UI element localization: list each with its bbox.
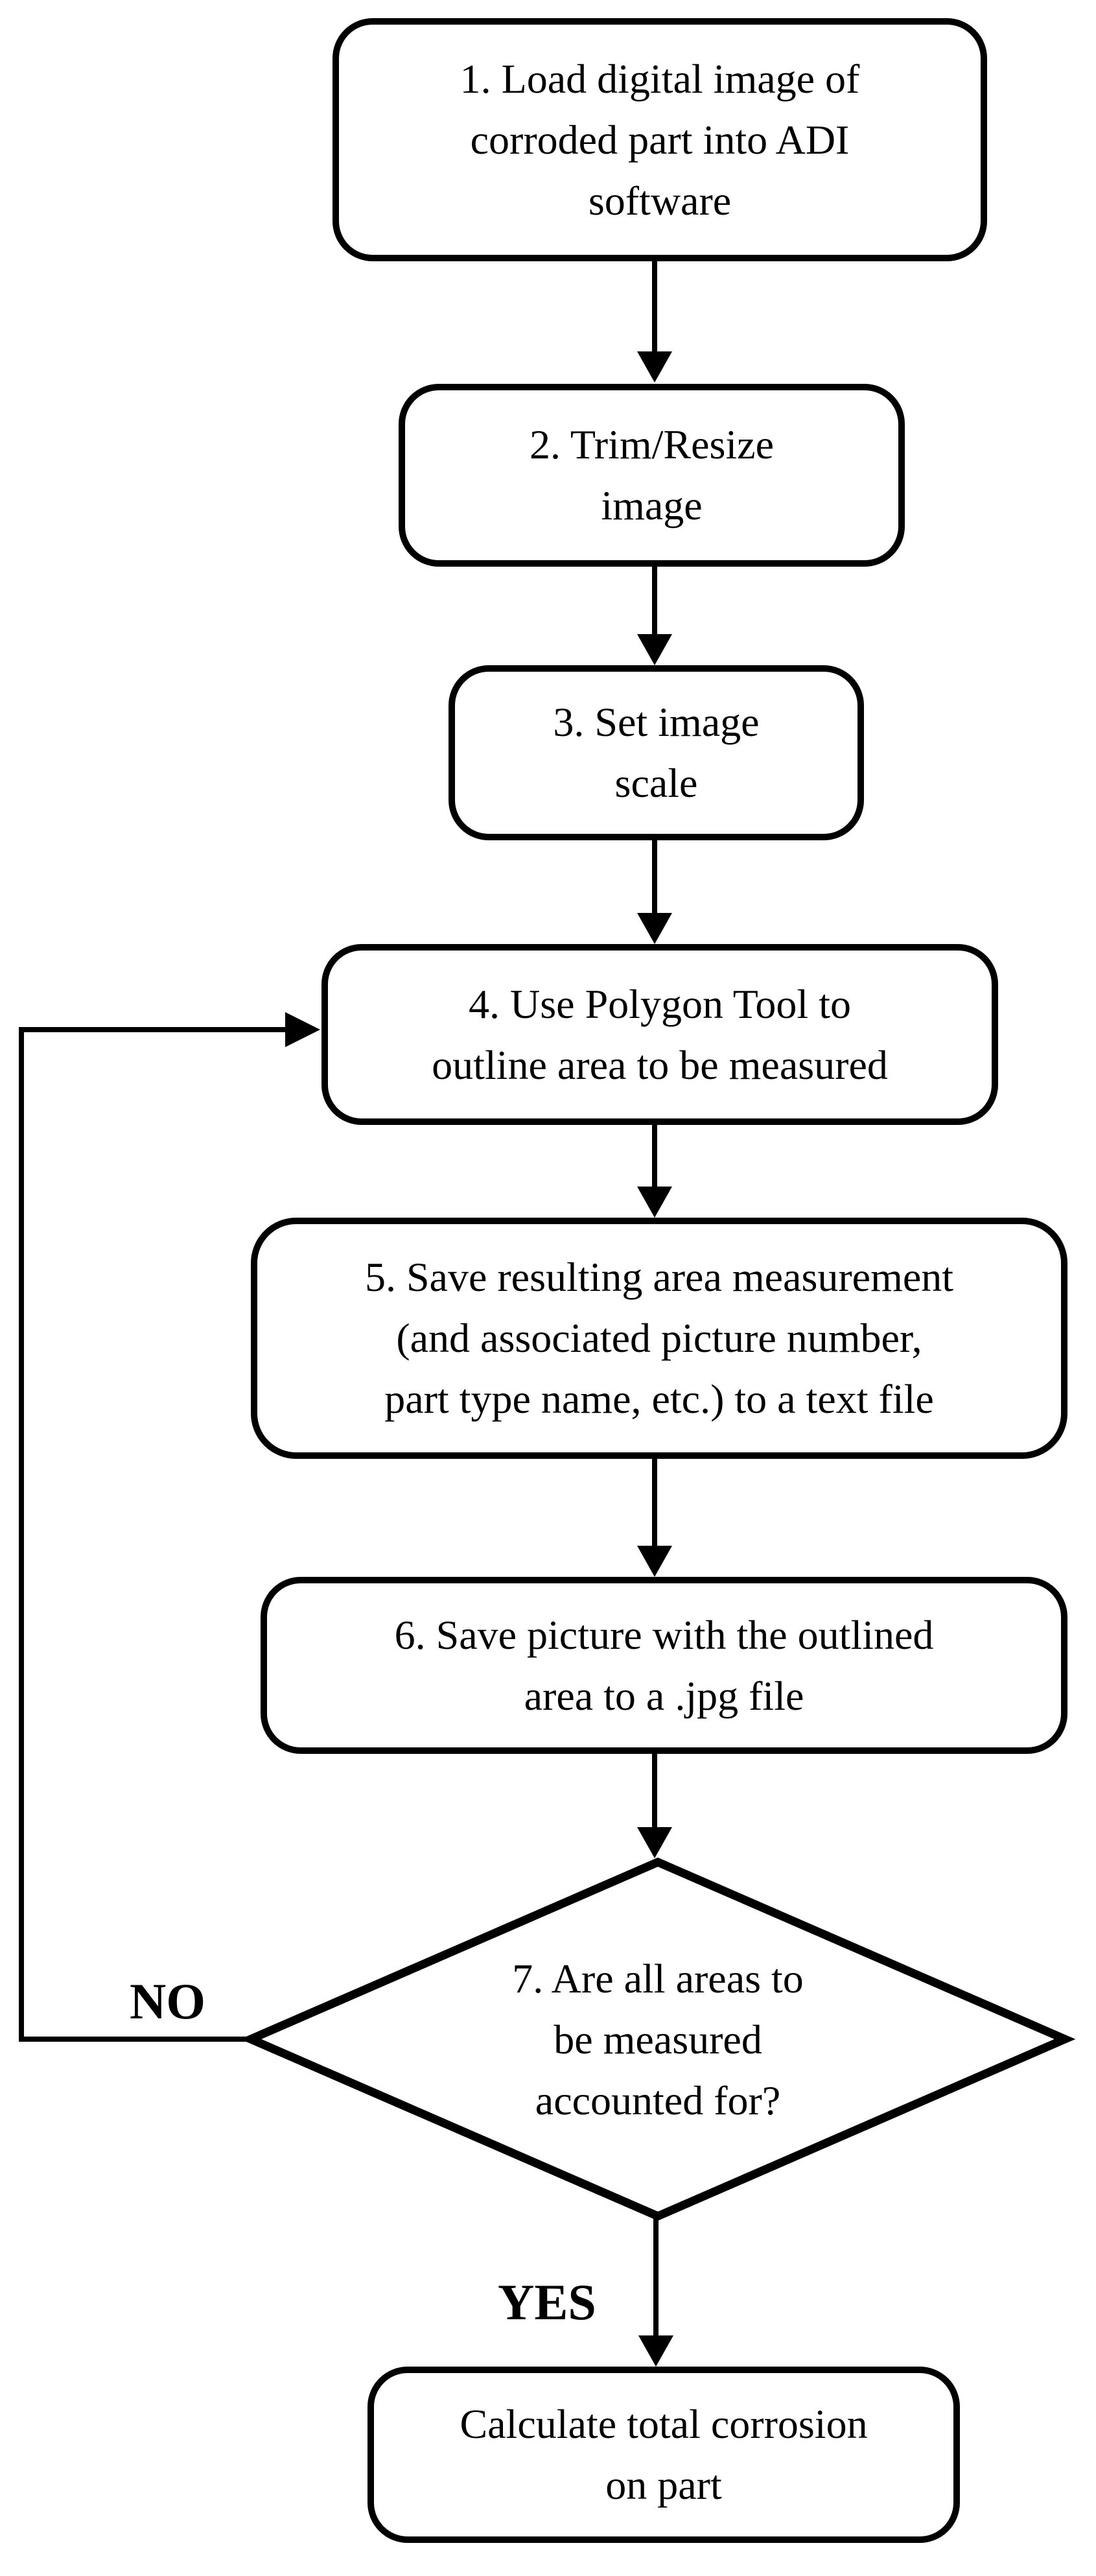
step-1-text-line: corroded part into ADI bbox=[470, 116, 850, 163]
step-5-text-line: (and associated picture number, bbox=[396, 1315, 922, 1361]
step-5-text-line: 5. Save resulting area measurement bbox=[364, 1254, 954, 1300]
node-final: Calculate total corrosion on part bbox=[367, 2367, 960, 2543]
step-2-text-line: 2. Trim/Resize bbox=[530, 421, 774, 467]
arrow-step6-to-decision7 bbox=[637, 1754, 672, 1858]
node-step-6: 6. Save picture with the outlined area t… bbox=[261, 1577, 1067, 1754]
final-text-line: Calculate total corrosion bbox=[460, 2401, 868, 2447]
step-6-text-line: 6. Save picture with the outlined bbox=[394, 1611, 934, 1658]
yes-arrow bbox=[638, 2216, 673, 2367]
branch-label-yes: YES bbox=[498, 2274, 596, 2330]
arrow-step1-to-step2 bbox=[637, 261, 672, 383]
step-4-text-line: outline area to be measured bbox=[432, 1041, 888, 1088]
step-3-text-line: 3. Set image bbox=[553, 699, 760, 745]
node-step-1: 1. Load digital image of corroded part i… bbox=[332, 18, 987, 261]
arrow-step2-to-step3 bbox=[637, 567, 672, 665]
no-loop-arrow bbox=[19, 1012, 320, 2042]
decision-7-text-line: be measured bbox=[554, 2016, 762, 2062]
node-decision-7-label: 7. Are all areas to be measured accounte… bbox=[418, 1939, 898, 2141]
node-step-4: 4. Use Polygon Tool to outline area to b… bbox=[321, 944, 998, 1125]
decision-7-text-line: accounted for? bbox=[535, 2077, 781, 2123]
step-1-text-line: 1. Load digital image of bbox=[460, 55, 860, 102]
arrow-step5-to-step6 bbox=[637, 1459, 672, 1577]
arrow-step3-to-step4 bbox=[637, 840, 672, 944]
final-text-line: on part bbox=[605, 2462, 722, 2508]
node-step-5: 5. Save resulting area measurement (and … bbox=[251, 1218, 1067, 1459]
step-5-text-line: part type name, etc.) to a text file bbox=[384, 1376, 934, 1422]
step-1-text-line: software bbox=[588, 177, 732, 224]
step-2-text-line: image bbox=[601, 482, 703, 528]
step-6-text-line: area to a .jpg file bbox=[524, 1672, 804, 1719]
step-3-text-line: scale bbox=[614, 760, 698, 806]
step-4-text-line: 4. Use Polygon Tool to bbox=[469, 980, 851, 1027]
arrow-step4-to-step5 bbox=[637, 1125, 672, 1218]
node-step-3: 3. Set image scale bbox=[449, 665, 864, 840]
node-step-2: 2. Trim/Resize image bbox=[399, 384, 905, 567]
decision-7-text-line: 7. Are all areas to bbox=[512, 1956, 804, 2002]
branch-label-no: NO bbox=[130, 1973, 205, 2029]
